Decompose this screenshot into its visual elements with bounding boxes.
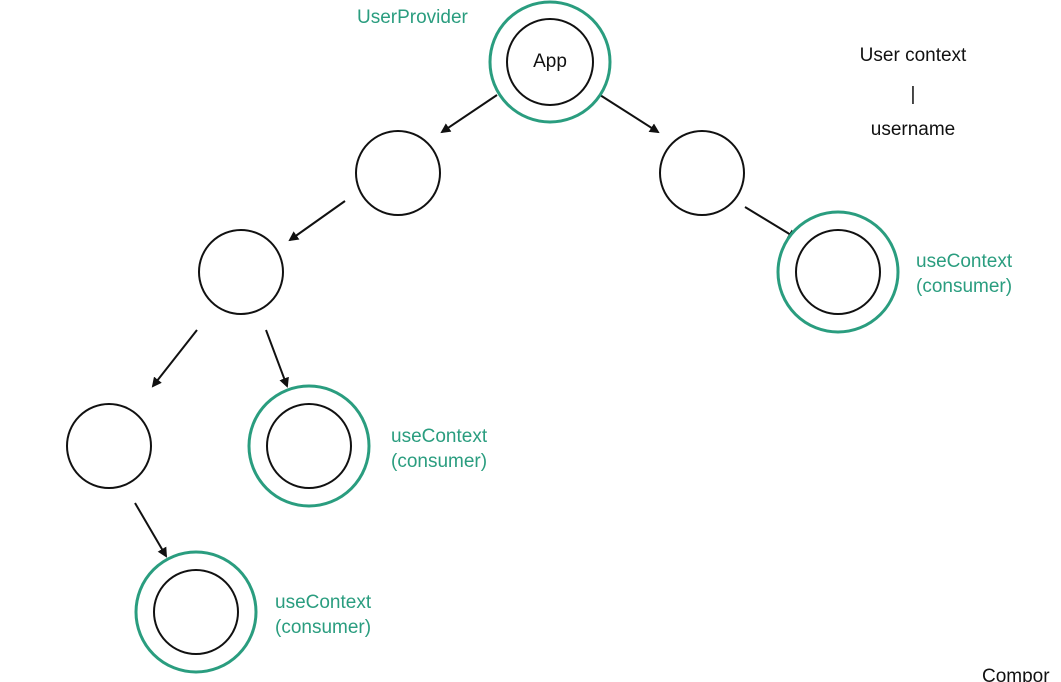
edge-left-leftleft: [288, 200, 346, 242]
consumer-label-right-line2: (consumer): [916, 276, 1013, 297]
edge-leaf-consumer: [134, 502, 168, 558]
component-node: [355, 130, 441, 216]
component-node: [66, 403, 152, 489]
edge-app-right: [599, 94, 660, 134]
consumer-node: [153, 569, 239, 655]
component-node: [198, 229, 284, 315]
consumer-label-right-line1: useContext: [916, 251, 1013, 272]
edge-app-left: [440, 94, 498, 134]
edge-mid-consumer: [265, 329, 289, 388]
consumer-node: [266, 403, 352, 489]
legend-separator: |: [910, 84, 916, 105]
consumer-label-bottom-line2: (consumer): [275, 617, 372, 638]
consumer-node: [795, 229, 881, 315]
app-label: App: [533, 51, 567, 72]
consumer-label-middle-line2: (consumer): [391, 451, 488, 472]
legend-field: username: [870, 119, 956, 140]
provider-label: UserProvider: [357, 7, 468, 28]
component-node: [659, 130, 745, 216]
corner-caption: Compor: [982, 666, 1050, 682]
edge-mid-leftleaf: [151, 329, 198, 388]
app-node: [506, 18, 594, 106]
legend-title: User context: [859, 45, 967, 66]
consumer-label-middle-line1: useContext: [391, 426, 488, 447]
edge-right-consumer: [744, 206, 798, 240]
consumer-label-bottom-line1: useContext: [275, 592, 372, 613]
